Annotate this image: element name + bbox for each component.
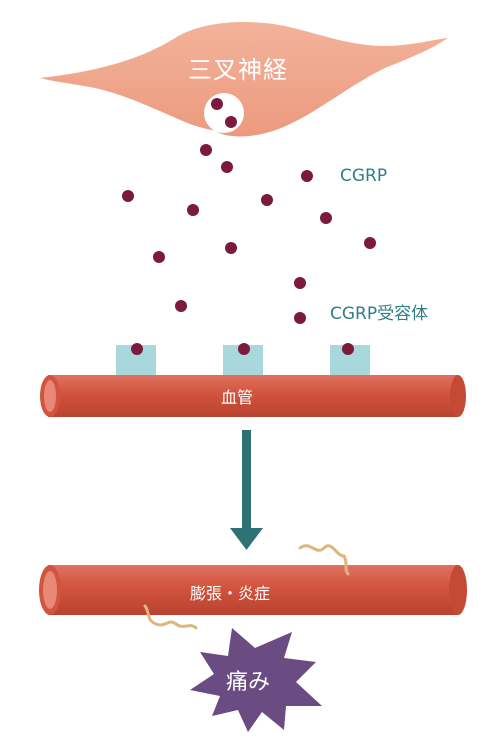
cgrp-label: CGRP bbox=[340, 166, 388, 186]
squiggle-icon bbox=[143, 604, 198, 630]
cgrp-particle bbox=[261, 194, 273, 206]
cgrp-particle bbox=[225, 242, 237, 254]
pain-burst-icon bbox=[190, 628, 322, 732]
dilated-blood-vessel bbox=[39, 565, 467, 615]
cgrp-particle bbox=[175, 300, 187, 312]
trigeminal-nerve-label: 三叉神経 bbox=[188, 56, 288, 84]
cgrp-particle bbox=[364, 237, 376, 249]
cgrp-particle bbox=[225, 116, 237, 128]
trigeminal-nerve bbox=[40, 22, 448, 137]
blood-vessel bbox=[40, 375, 466, 417]
cgrp-receptor-label: CGRP受容体 bbox=[330, 304, 429, 324]
cgrp-particle bbox=[320, 212, 332, 224]
inflammation-squiggle-icons bbox=[143, 544, 350, 630]
cgrp-particle bbox=[200, 144, 212, 156]
cgrp-particle bbox=[342, 343, 354, 355]
squiggle-icon bbox=[298, 544, 350, 576]
cgrp-particle bbox=[187, 204, 199, 216]
cgrp-particle bbox=[153, 251, 165, 263]
cgrp-particle bbox=[122, 190, 134, 202]
cgrp-particle bbox=[238, 343, 250, 355]
cgrp-particle bbox=[131, 343, 143, 355]
cgrp-particle bbox=[301, 170, 313, 182]
cgrp-particle bbox=[221, 161, 233, 173]
dilation-inflammation-label: 膨張・炎症 bbox=[190, 584, 271, 603]
release-vesicle bbox=[204, 93, 244, 133]
blood-vessel-label: 血管 bbox=[221, 388, 254, 407]
cgrp-particle bbox=[294, 312, 306, 324]
cgrp-particle bbox=[211, 98, 223, 110]
cgrp-particle bbox=[294, 277, 306, 289]
cgrp-particles bbox=[122, 98, 376, 355]
pain-label: 痛み bbox=[226, 670, 271, 695]
down-arrow-icon bbox=[230, 430, 263, 550]
